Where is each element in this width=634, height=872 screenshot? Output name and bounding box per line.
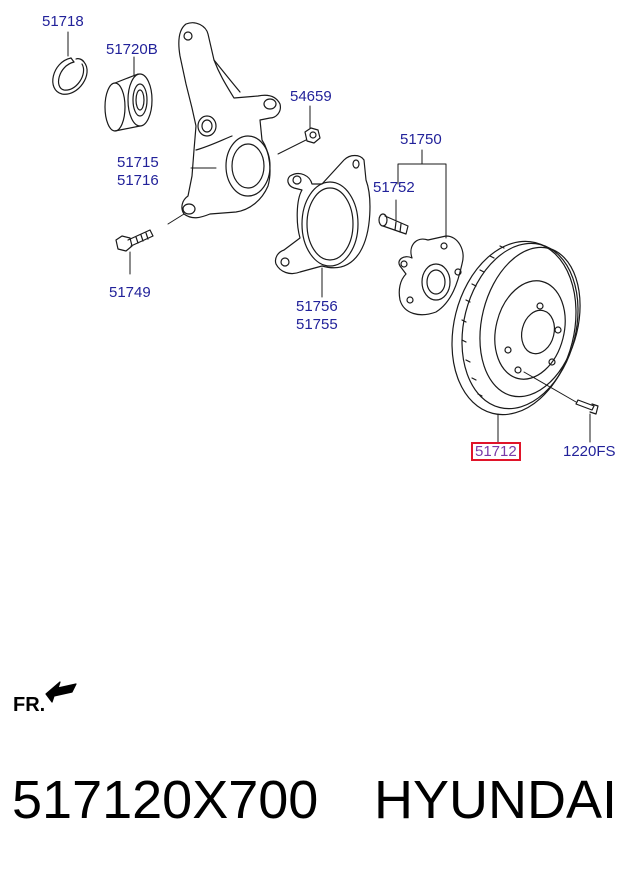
- callout-knuckle-bolt[interactable]: 51749: [109, 284, 151, 301]
- front-direction-label: FR.: [13, 694, 46, 716]
- callout-disc-screw[interactable]: 1220FS: [563, 443, 616, 460]
- callout-knuckle-left[interactable]: 51715: [117, 154, 159, 171]
- knuckle-bolt-part: [115, 229, 154, 252]
- part-number-caption: 517120X700: [12, 770, 319, 830]
- callout-dust-cover-left[interactable]: 51756: [296, 298, 338, 315]
- callout-brake-disc-highlighted[interactable]: 51712: [471, 442, 521, 461]
- disc-screw-part: [575, 399, 599, 415]
- snap-ring-part: [52, 57, 88, 95]
- wheel-hub-part: [398, 235, 464, 316]
- callout-snap-ring[interactable]: 51718: [42, 13, 84, 30]
- callout-dust-cover-right[interactable]: 51755: [296, 316, 338, 333]
- callout-bearing[interactable]: 51720B: [106, 41, 158, 58]
- brake-disc-part: [451, 240, 581, 416]
- hex-nut-part: [304, 127, 321, 144]
- dust-cover-part: [274, 154, 371, 275]
- front-direction-arrow: [45, 681, 77, 703]
- callout-nut[interactable]: 54659: [290, 88, 332, 105]
- brand-caption: HYUNDAI: [374, 770, 618, 830]
- steering-knuckle-part: [178, 22, 281, 219]
- callout-knuckle-right[interactable]: 51716: [117, 172, 159, 189]
- hub-bolt-part: [378, 213, 409, 235]
- wheel-bearing-part: [104, 73, 153, 132]
- callout-hub-bolt[interactable]: 51752: [373, 179, 415, 196]
- callout-hub-assembly[interactable]: 51750: [400, 131, 442, 148]
- leader-lines: [67, 31, 591, 444]
